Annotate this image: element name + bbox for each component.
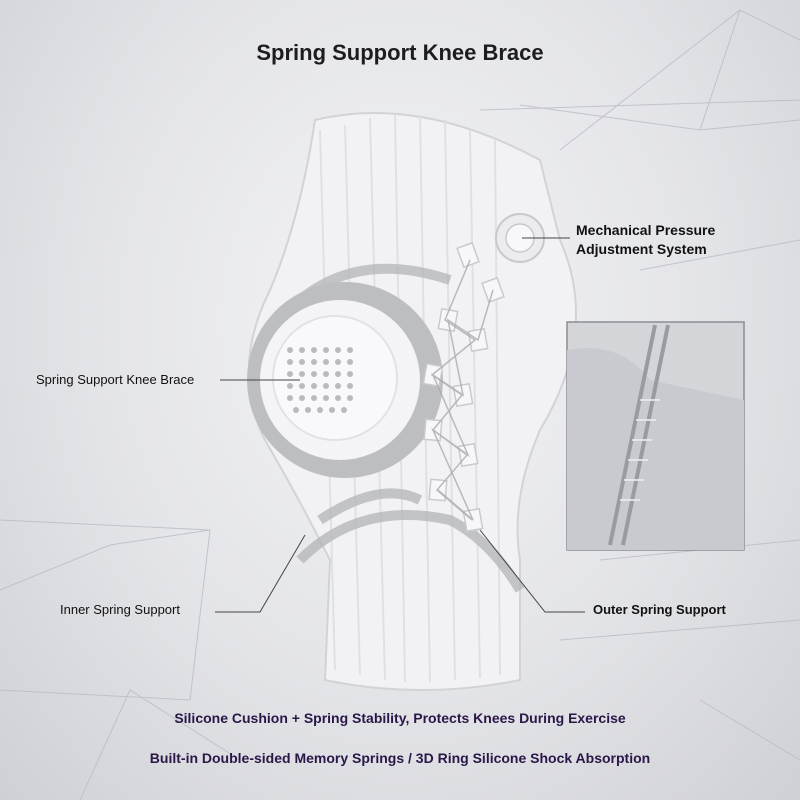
callout-adjustment-system: Adjustment System [576,241,707,257]
caption-2: Built-in Double-sided Memory Springs / 3… [149,750,651,766]
page-title: Spring Support Knee Brace [256,40,544,65]
callout-inner-spring: Inner Spring Support [60,602,180,617]
silicone-dots [287,347,353,413]
caption-1: Silicone Cushion + Spring Stability, Pro… [174,710,626,726]
callout-mechanical-pressure: Mechanical Pressure [576,222,716,238]
callout-outer-spring: Outer Spring Support [593,602,726,617]
callout-spring-support: Spring Support Knee Brace [36,372,195,387]
